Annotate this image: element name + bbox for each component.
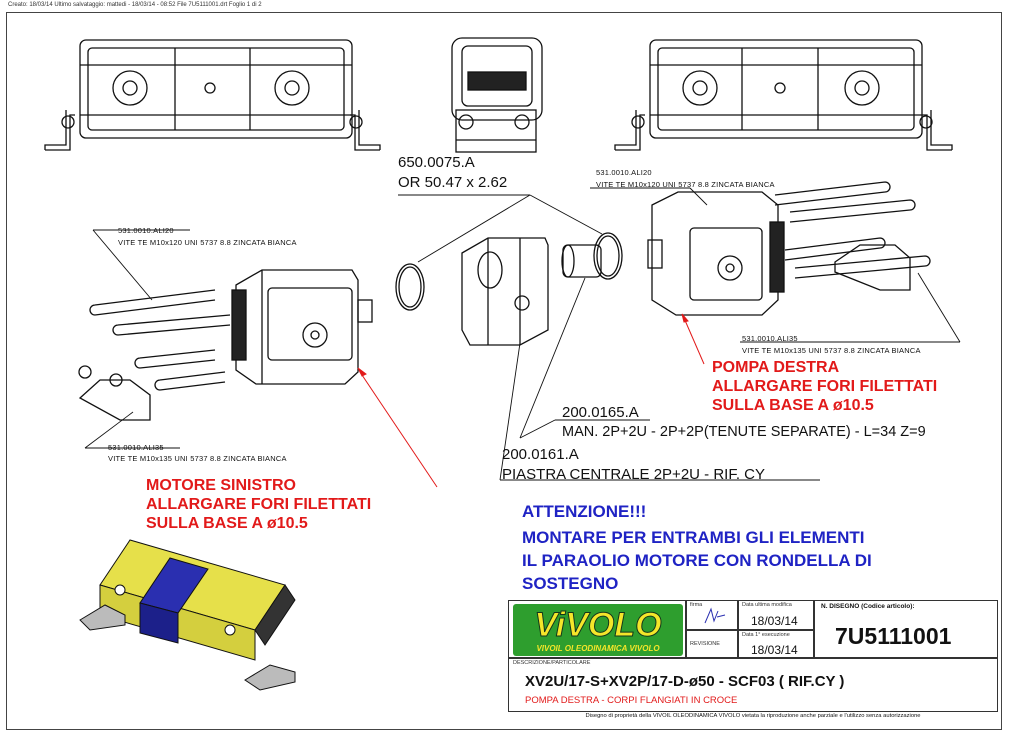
screw-tr-code: 531.0010.ALI20 [596,168,652,177]
top-left-front-view [44,39,381,151]
last-mod-cell: Data ultima modifica 18/03/14 [738,600,814,630]
screw-tl-code: 531.0010.ALI20 [118,226,174,235]
manifold-code: 200.0165.A [562,404,639,421]
screw-tr-desc: VITE TE M10x120 UNI 5737 8.8 ZINCATA BIA… [596,180,775,189]
warning-title: ATTENZIONE!!! [522,502,647,521]
first-exec-label: Data 1° esecuzione [742,632,790,638]
logo-text: ViVOLO [534,606,662,645]
drawing-no-label: N. DISEGNO (Codice articolo): [821,603,915,610]
subdescription-text: POMPA DESTRA - CORPI FLANGIATI IN CROCE [525,695,738,706]
screw-br-code: 531.0010.ALI35 [742,334,798,343]
o-ring-right [593,232,623,280]
manifold-desc: MAN. 2P+2U - 2P+2P(TENUTE SEPARATE) - L=… [562,424,926,440]
warning-body: MONTARE PER ENTRAMBI GLI ELEMENTI IL PAR… [522,528,872,593]
last-mod-label: Data ultima modifica [742,602,792,608]
top-right-front-view [614,39,953,151]
logo-cell: ViVOLO VIVOIL OLEODINAMICA VIVOLO [508,600,686,658]
firma-label: firma [690,602,703,608]
logo: ViVOLO VIVOIL OLEODINAMICA VIVOLO [513,604,683,656]
plate-desc: PIASTRA CENTRALE 2P+2U - RIF. CY [502,466,765,483]
screw-tl-desc: VITE TE M10x120 UNI 5737 8.8 ZINCATA BIA… [118,238,297,247]
desc-label: DESCRIZIONE/PARTICOLARE [513,660,591,666]
central-plate [461,237,549,346]
screw-br-desc: VITE TE M10x135 UNI 5737 8.8 ZINCATA BIA… [742,346,921,355]
pump-right-note: POMPA DESTRA ALLARGARE FORI FILETTATI SU… [712,359,938,414]
drawing-no-cell: N. DISEGNO (Codice articolo): 7U5111001 [814,600,998,658]
footer-notice: Disegno di proprietà della VIVOIL OLEODI… [585,713,921,719]
drawing-sheet-border [6,12,1002,730]
right-pump-exploded [647,181,931,316]
file-header: Creato: 18/03/14 Ultimo salvataggio: mat… [8,2,262,8]
revisione-label: REVISIONE [690,641,720,647]
o-ring-left [395,263,425,311]
signature-mark [704,607,726,624]
pump-3d-render [79,539,296,691]
last-mod-date: 18/03/14 [751,614,798,628]
motor-left-note: MOTORE SINISTRO ALLARGARE FORI FILETTATI… [146,477,372,532]
description-text: XV2U/17-S+XV2P/17-D-ø50 - SCF03 ( RIF.CY… [525,673,845,690]
manifold-shaft [561,244,602,278]
drawing-number: 7U5111001 [835,623,952,649]
plate-code: 200.0161.A [502,446,579,463]
screw-bl-desc: VITE TE M10x135 UNI 5737 8.8 ZINCATA BIA… [108,454,287,463]
signature-cell: firma [686,600,738,630]
first-exec-date: 18/03/14 [751,643,798,657]
logo-subtitle: VIVOIL OLEODINAMICA VIVOLO [536,644,660,653]
oring-desc-label: OR 50.47 x 2.62 [398,174,508,191]
top-middle-end-view [451,37,543,153]
first-exec-cell: Data 1° esecuzione 18/03/14 [738,630,814,658]
description-cell: DESCRIZIONE/PARTICOLARE XV2U/17-S+XV2P/1… [508,658,998,712]
left-motor-exploded [78,269,373,421]
title-block: ViVOLO VIVOIL OLEODINAMICA VIVOLO firma … [508,600,998,726]
oring-code-label: 650.0075.A [398,154,475,171]
screw-bl-code: 531.0010.ALI35 [108,443,164,452]
revision-cell: REVISIONE [686,630,738,658]
